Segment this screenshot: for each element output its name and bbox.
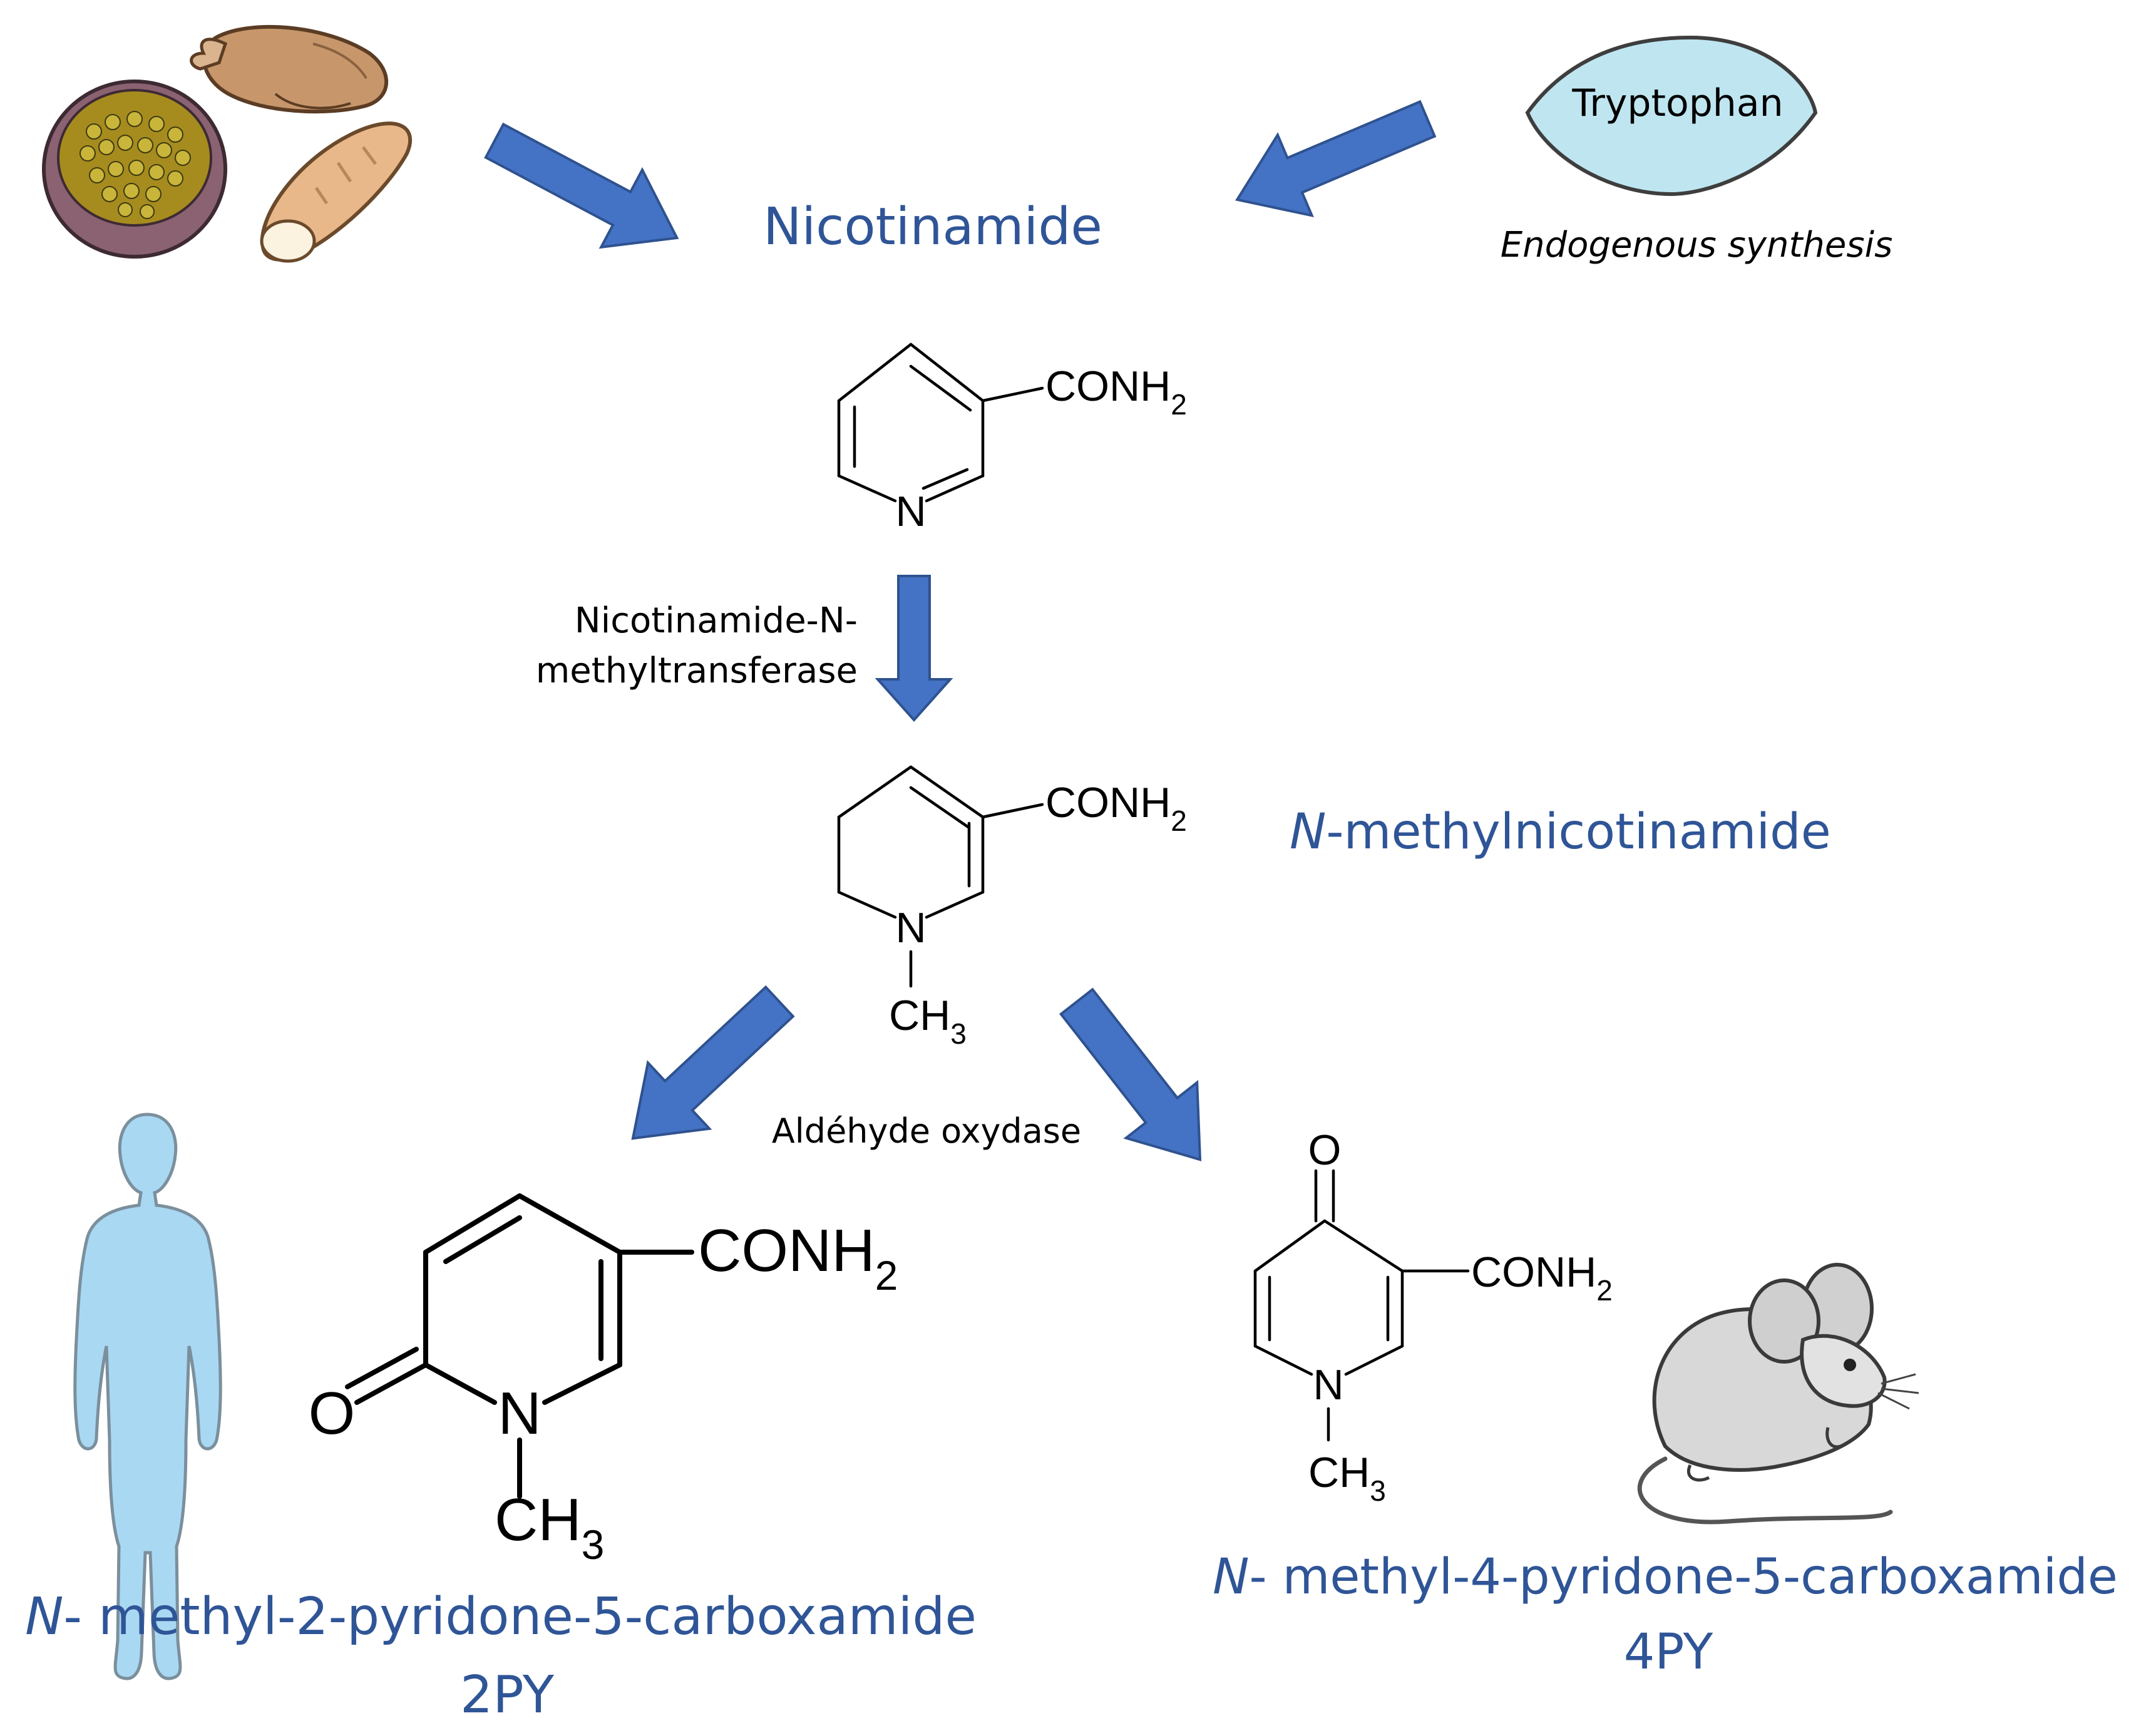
4py-ch3-label: CH3 [1308, 1449, 1386, 1507]
to-4py-arrow [1059, 987, 1202, 1161]
n-methylnicotinamide-label: N-methylnicotinamide [1290, 804, 1831, 860]
roast-chicken-icon [190, 24, 388, 114]
food-to-nicotinamide-arrow [484, 122, 679, 249]
4py-abbr-label: 4PY [1624, 1624, 1713, 1680]
tryptophan-to-nicotinamide-arrow [1235, 100, 1437, 218]
2py-conh-label: CONH2 [698, 1217, 898, 1299]
tryptophan-shape [1525, 35, 1818, 197]
endogenous-synthesis-label: Endogenous synthesis [1501, 225, 1893, 265]
n-methylnicotinamide-ch3-label: CH3 [889, 992, 967, 1050]
nicotinamide-conh-label: CONH2 [1045, 363, 1187, 421]
n-methylnicotinamide-n-label: N [895, 904, 926, 952]
enzyme1-line1: Nicotinamide-N- [575, 600, 858, 641]
4py-name-label: N- methyl-4-pyridone-5-carboxamide [1213, 1549, 2118, 1605]
enzyme1-line2: methyltransferase [536, 651, 858, 691]
mouse-icon [1637, 1263, 1919, 1525]
human-silhouette-icon [73, 1113, 222, 1680]
nicotinamide-label: Nicotinamide [763, 197, 1102, 257]
nicotinamide-structure [837, 342, 1044, 503]
nicotinamide-n-label: N [895, 488, 926, 535]
4py-structure [1253, 1169, 1470, 1442]
4py-conh-label: CONH2 [1471, 1248, 1613, 1307]
n-methylnicotinamide-structure [837, 765, 1044, 988]
tryptophan-label: Tryptophan [1571, 81, 1783, 125]
food-bowl-icon [42, 80, 227, 259]
2py-ch3-label: CH3 [495, 1486, 604, 1568]
2py-name-label: N- methyl-2-pyridone-5-carboxamide [25, 1587, 977, 1647]
2py-o-label: O [309, 1380, 356, 1447]
4py-n-label: N [1313, 1361, 1343, 1409]
2py-structure [345, 1193, 694, 1499]
4py-o-label: O [1308, 1126, 1342, 1174]
2py-abbr-label: 2PY [460, 1665, 555, 1725]
2py-n-label: N [498, 1380, 541, 1447]
n-methylnicotinamide-conh-label: CONH2 [1045, 779, 1187, 837]
enzyme2-label: Aldéhyde oxydase [772, 1111, 1081, 1151]
methyltransferase-arrow [875, 575, 953, 723]
bread-icon [260, 121, 412, 263]
to-2py-arrow [631, 985, 795, 1140]
